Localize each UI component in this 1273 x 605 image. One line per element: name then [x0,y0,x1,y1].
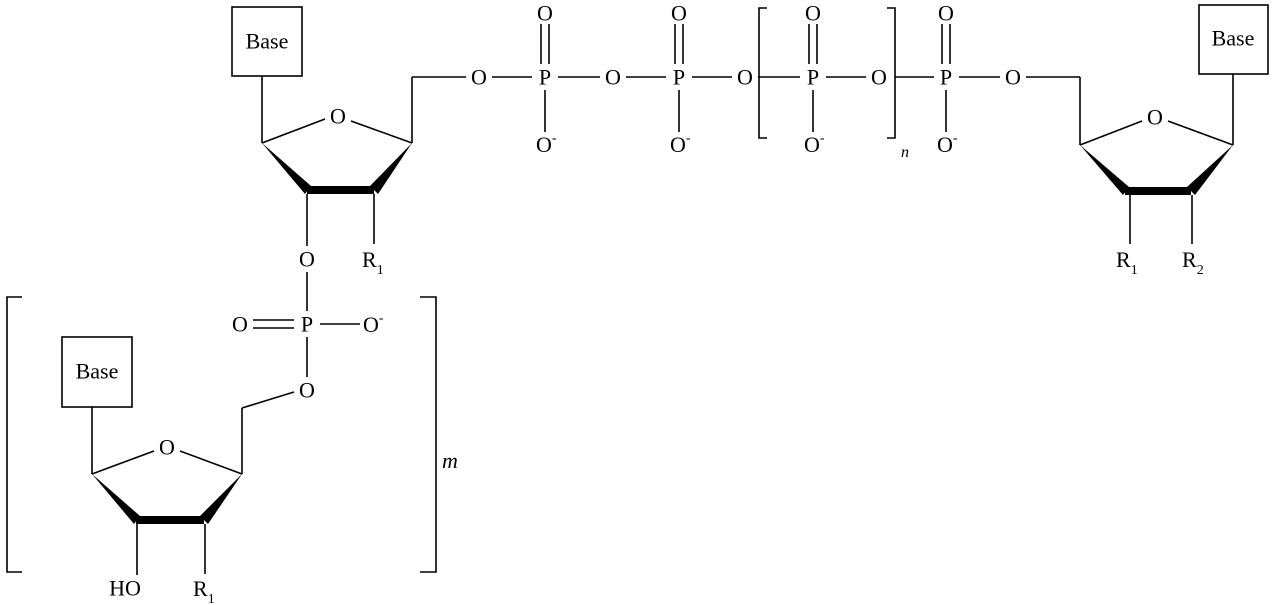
base-label: Base [1212,26,1255,51]
ring-oxygen-label: O [330,104,346,129]
anionic-oxygen-label: O- [670,131,691,157]
phosphate-group-2: P O O- [670,1,691,158]
nucleotide-repeat-unit: m P O O- O Base O HO R1 [7,272,458,605]
phosphate-group-1: P O O- [536,1,557,158]
bond-o4-c4 [180,451,242,474]
right-bracket [420,297,436,572]
wedge-bond-c3-c4 [200,474,242,524]
bond-o4-c1 [1168,121,1233,145]
o5-prime-oxygen-label: O [1005,65,1021,90]
phosphorus-label: P [940,65,952,90]
bridge-oxygen-label: O [737,65,753,90]
phosphorus-label: P [807,65,819,90]
bond-o4-c4 [351,121,412,143]
wedge-bond-c1-c2 [92,474,140,524]
right-bracket [887,8,895,138]
base-label: Base [76,359,119,384]
nucleoside-upper-left: Base O O R1 [232,7,466,278]
r1-substituent-label: R1 [362,247,384,278]
wedge-bond-c3-c2 [1125,187,1191,195]
wedge-bond-c4-c3 [1080,145,1129,195]
oxo-oxygen-label: O [537,1,553,26]
r2-substituent-label: R2 [1182,247,1204,278]
ring-oxygen-label: O [1147,105,1163,130]
hydroxyl-label: HO [109,576,141,601]
bond-c1-o4 [262,119,325,143]
repeat-subscript-n: n [901,144,909,161]
oxo-oxygen-label: O [671,1,687,26]
left-bracket [759,8,767,138]
wedge-bond-c2-c3 [136,516,204,524]
wedge-bond-c2-c1 [1187,145,1233,195]
base-label: Base [246,29,289,54]
phosphate-chain: O P O O- O P O O- O P [471,1,1080,162]
bridge-oxygen-label: O [605,65,621,90]
phosphate-repeat-unit: P O O- O n [758,1,909,162]
anionic-oxygen-label: O- [536,131,557,157]
r1-substituent-label: R1 [1116,247,1138,278]
left-bracket [7,297,22,572]
phosphorus-label: P [539,65,551,90]
wedge-bond-c3-c4 [370,143,412,194]
anionic-oxygen-label: O- [937,131,958,157]
wedge-bond-c1-c2 [262,143,311,194]
ring-oxygen-label: O [159,435,175,460]
anionic-oxygen-label: O- [363,311,384,337]
phosphate-group-4: P O O- [937,1,958,158]
anionic-oxygen-label: O- [804,131,825,157]
bond-o5-c5 [242,392,294,408]
bond-c4-o4 [1080,121,1142,145]
wedge-bond-c2-c3 [307,186,374,194]
nucleoside-right: O Base R1 R2 [1080,5,1268,278]
r1-substituent-label: R1 [193,576,215,605]
o3-oxygen-label: O [299,247,315,272]
phosphorus-label: P [301,312,313,337]
bond-c1-o4 [92,451,154,474]
o5-oxygen-label: O [299,378,315,403]
repeat-subscript-m: m [442,448,458,473]
oxo-oxygen-label: O [938,1,954,26]
phosphorus-label: P [673,65,685,90]
bridge-oxygen-label: O [871,65,887,90]
oxo-oxygen-label: O [805,1,821,26]
o5-oxygen-label: O [471,65,487,90]
oxo-oxygen-label: O [232,312,248,337]
